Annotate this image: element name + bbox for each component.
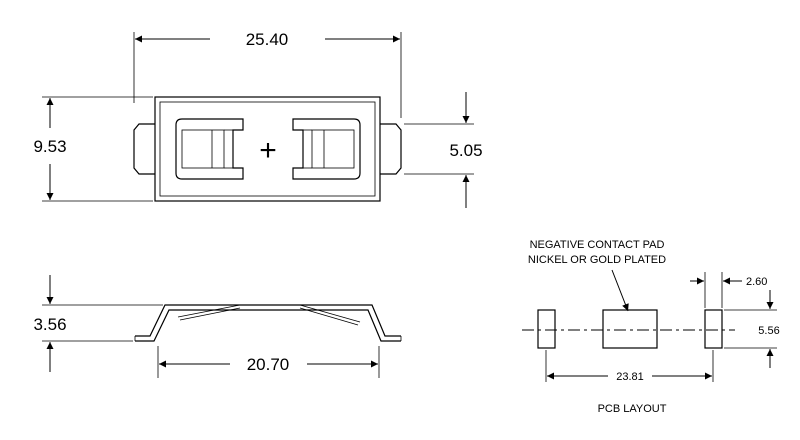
dim-profile-length: 20.70: [157, 346, 380, 378]
polarity-plus-symbol: +: [259, 134, 277, 167]
negative-contact-pad: [602, 309, 658, 349]
right-contact-window: [292, 118, 361, 180]
dim-overall-length: 25.40: [133, 30, 402, 118]
dim-label-5-56: 5.56: [758, 325, 779, 337]
left-pad: [537, 309, 556, 349]
dim-label-9-53: 9.53: [33, 137, 66, 156]
left-solder-tab: [133, 123, 155, 175]
dim-overall-height: 9.53: [33, 96, 153, 202]
pcb-layout-caption: PCB LAYOUT: [598, 403, 667, 415]
right-spring-contact: [299, 304, 361, 323]
dim-label-3-56: 3.56: [33, 315, 66, 334]
dim-label-23-81: 23.81: [616, 371, 644, 383]
right-solder-tab: [380, 123, 402, 175]
holder-body-inner-edge: [159, 101, 376, 197]
callout-line-2: NICKEL OR GOLD PLATED: [528, 254, 666, 266]
callout-line-1: NEGATIVE CONTACT PAD: [530, 239, 665, 251]
dim-pad-width: 2.60: [690, 272, 767, 308]
dim-profile-height: 3.56: [33, 275, 163, 372]
dim-pad-span: 23.81: [545, 350, 714, 383]
side-view: [134, 304, 402, 342]
dim-label-25-40: 25.40: [246, 30, 289, 49]
right-pad: [704, 309, 723, 349]
holder-body-outline: [154, 96, 381, 202]
dim-pad-height: 5.56: [724, 290, 780, 368]
left-spring-contact: [177, 304, 241, 318]
dim-label-2-60: 2.60: [746, 276, 767, 288]
pcb-layout: NEGATIVE CONTACT PAD NICKEL OR GOLD PLAT…: [522, 239, 780, 415]
callout-leader: [611, 269, 629, 312]
dim-label-5-05: 5.05: [449, 141, 482, 160]
top-view: +: [133, 96, 402, 202]
dim-tab-height: 5.05: [404, 92, 483, 208]
left-contact-window: [175, 118, 244, 180]
dim-label-20-70: 20.70: [247, 355, 290, 374]
